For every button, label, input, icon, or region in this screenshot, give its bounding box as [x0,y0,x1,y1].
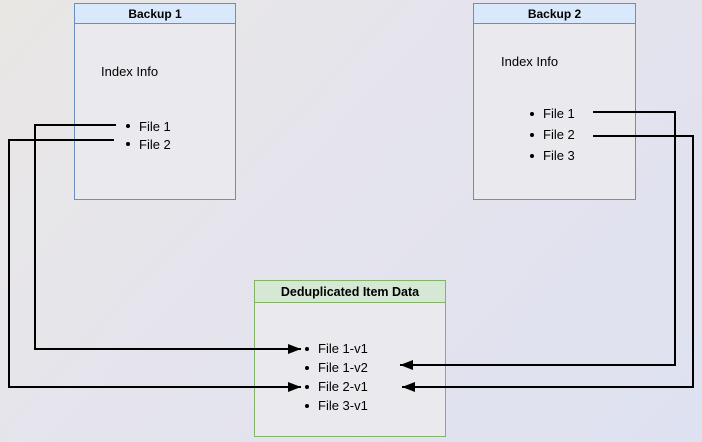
node-backup2-index-label: Index Info [501,54,559,69]
list-item: File 1-v2 [305,358,368,377]
list-item-label: File 2 [543,127,575,142]
bullet-icon [126,124,130,128]
list-item: File 1-v1 [305,339,368,358]
list-item-label: File 1 [543,106,575,121]
list-item-label: File 3 [543,148,575,163]
list-item-label: File 2-v1 [318,379,368,394]
list-item-label: File 1-v2 [318,360,368,375]
bullet-icon [305,384,309,389]
list-item: File 2 [126,135,171,153]
bullet-icon [305,365,309,370]
list-item-label: File 1-v1 [318,341,368,356]
node-backup1-index-label: Index Info [101,64,159,79]
bullet-icon [530,111,534,116]
bullet-icon [126,142,130,146]
list-item-label: File 1 [139,118,171,134]
list-item: File 2 [530,124,575,145]
list-item: File 1 [530,103,575,124]
list-item: File 2-v1 [305,377,368,396]
list-item-label: File 3-v1 [318,398,368,413]
node-backup2: Backup 2 Index Info File 1 File 2 File 3 [473,3,636,200]
bullet-icon [305,346,309,351]
node-dedup-title: Deduplicated Item Data [255,281,445,303]
list-item: File 3-v1 [305,396,368,415]
node-backup1-file-list: File 1 File 2 [126,117,171,153]
node-backup2-file-list: File 1 File 2 File 3 [530,103,575,166]
bullet-icon [305,403,309,408]
node-dedup: Deduplicated Item Data File 1-v1 File 1-… [254,280,446,437]
list-item-label: File 2 [139,136,171,152]
list-item: File 3 [530,145,575,166]
node-backup1: Backup 1 Index Info File 1 File 2 [74,3,236,200]
list-item: File 1 [126,117,171,135]
node-dedup-file-list: File 1-v1 File 1-v2 File 2-v1 File 3-v1 [305,339,368,415]
node-backup2-title: Backup 2 [474,4,635,24]
node-backup1-title: Backup 1 [75,4,235,24]
bullet-icon [530,153,534,158]
bullet-icon [530,132,534,137]
